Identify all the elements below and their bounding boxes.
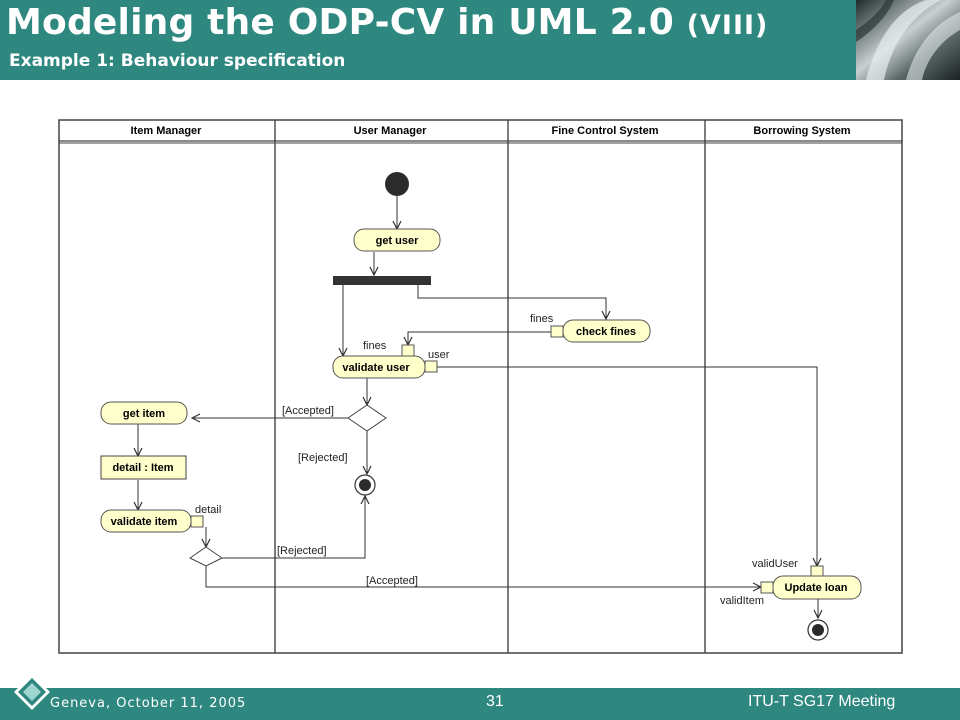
pin-label-valid-item: validItem <box>720 595 764 607</box>
action-get-item <box>100 401 188 425</box>
action-update-loan-label: Update loan <box>785 582 848 594</box>
slide-title: Modeling the ODP-CV in UML 2.0 (VIII) <box>6 2 768 43</box>
decision-user <box>347 404 387 432</box>
footer-meeting: ITU-T SG17 Meeting <box>748 693 896 710</box>
title-part: (VIII) <box>686 10 769 41</box>
diamond-logo-icon <box>14 674 50 710</box>
slide-header: Modeling the ODP-CV in UML 2.0 (VIII) Ex… <box>0 0 960 80</box>
flow-fork-to-check-fines <box>417 285 606 319</box>
guard-item-rejected: [Rejected] <box>277 545 327 557</box>
initial-node <box>385 172 409 196</box>
pin-user <box>424 360 438 373</box>
object-node-detail-item <box>100 455 187 480</box>
pin-label-fines-in: fines <box>363 340 387 352</box>
control-flows <box>138 196 818 618</box>
header-decoration-image <box>856 0 960 80</box>
slide-footer <box>0 688 960 720</box>
object-node-label: detail : Item <box>112 462 173 474</box>
flow-user-pin-to-valid-user-pin <box>437 366 817 566</box>
action-get-user-label: get user <box>376 235 420 247</box>
swimlane-header-borrowing-system: Borrowing System <box>753 125 850 137</box>
guard-item-accepted: [Accepted] <box>366 575 418 587</box>
action-get-user <box>353 228 441 252</box>
action-get-item-label: get item <box>123 408 165 420</box>
swimlane-header-user-manager: User Manager <box>354 125 427 137</box>
guard-user-rejected: [Rejected] <box>298 452 348 464</box>
pin-label-user: user <box>428 349 450 361</box>
footer-location-date: Geneva, October 11, 2005 <box>50 696 247 711</box>
pin-label-fines-out: fines <box>530 313 554 325</box>
pin-fines-out <box>550 325 564 338</box>
swimlane-header-fine-control-system: Fine Control System <box>552 125 659 137</box>
pin-label-valid-user: validUser <box>752 558 798 570</box>
flow-item-accepted-to-update-loan <box>205 566 761 587</box>
page-number: 31 <box>486 693 504 710</box>
swimlane-header-item-manager: Item Manager <box>131 125 203 137</box>
pin-label-detail: detail <box>195 504 221 516</box>
fork-bar <box>333 276 431 285</box>
pin-fines-in <box>401 344 415 357</box>
flow-item-rejected-to-final <box>222 496 365 559</box>
guard-user-accepted: [Accepted] <box>282 405 334 417</box>
decision-item <box>189 546 223 567</box>
title-main: Modeling the ODP-CV in UML 2.0 <box>6 2 674 43</box>
pin-detail <box>190 515 204 528</box>
flow-fines-pin-to-fines-pin <box>408 331 551 345</box>
final-node-upper <box>354 474 376 496</box>
pin-valid-user <box>810 565 824 577</box>
action-validate-item-label: validate item <box>111 516 178 528</box>
pin-valid-item <box>760 581 774 594</box>
swimlane-frame <box>58 119 903 654</box>
action-validate-user-label: validate user <box>342 362 410 374</box>
slide-subtitle: Example 1: Behaviour specification <box>9 51 346 71</box>
final-node-lower <box>807 619 829 641</box>
action-check-fines-label: check fines <box>576 326 636 338</box>
